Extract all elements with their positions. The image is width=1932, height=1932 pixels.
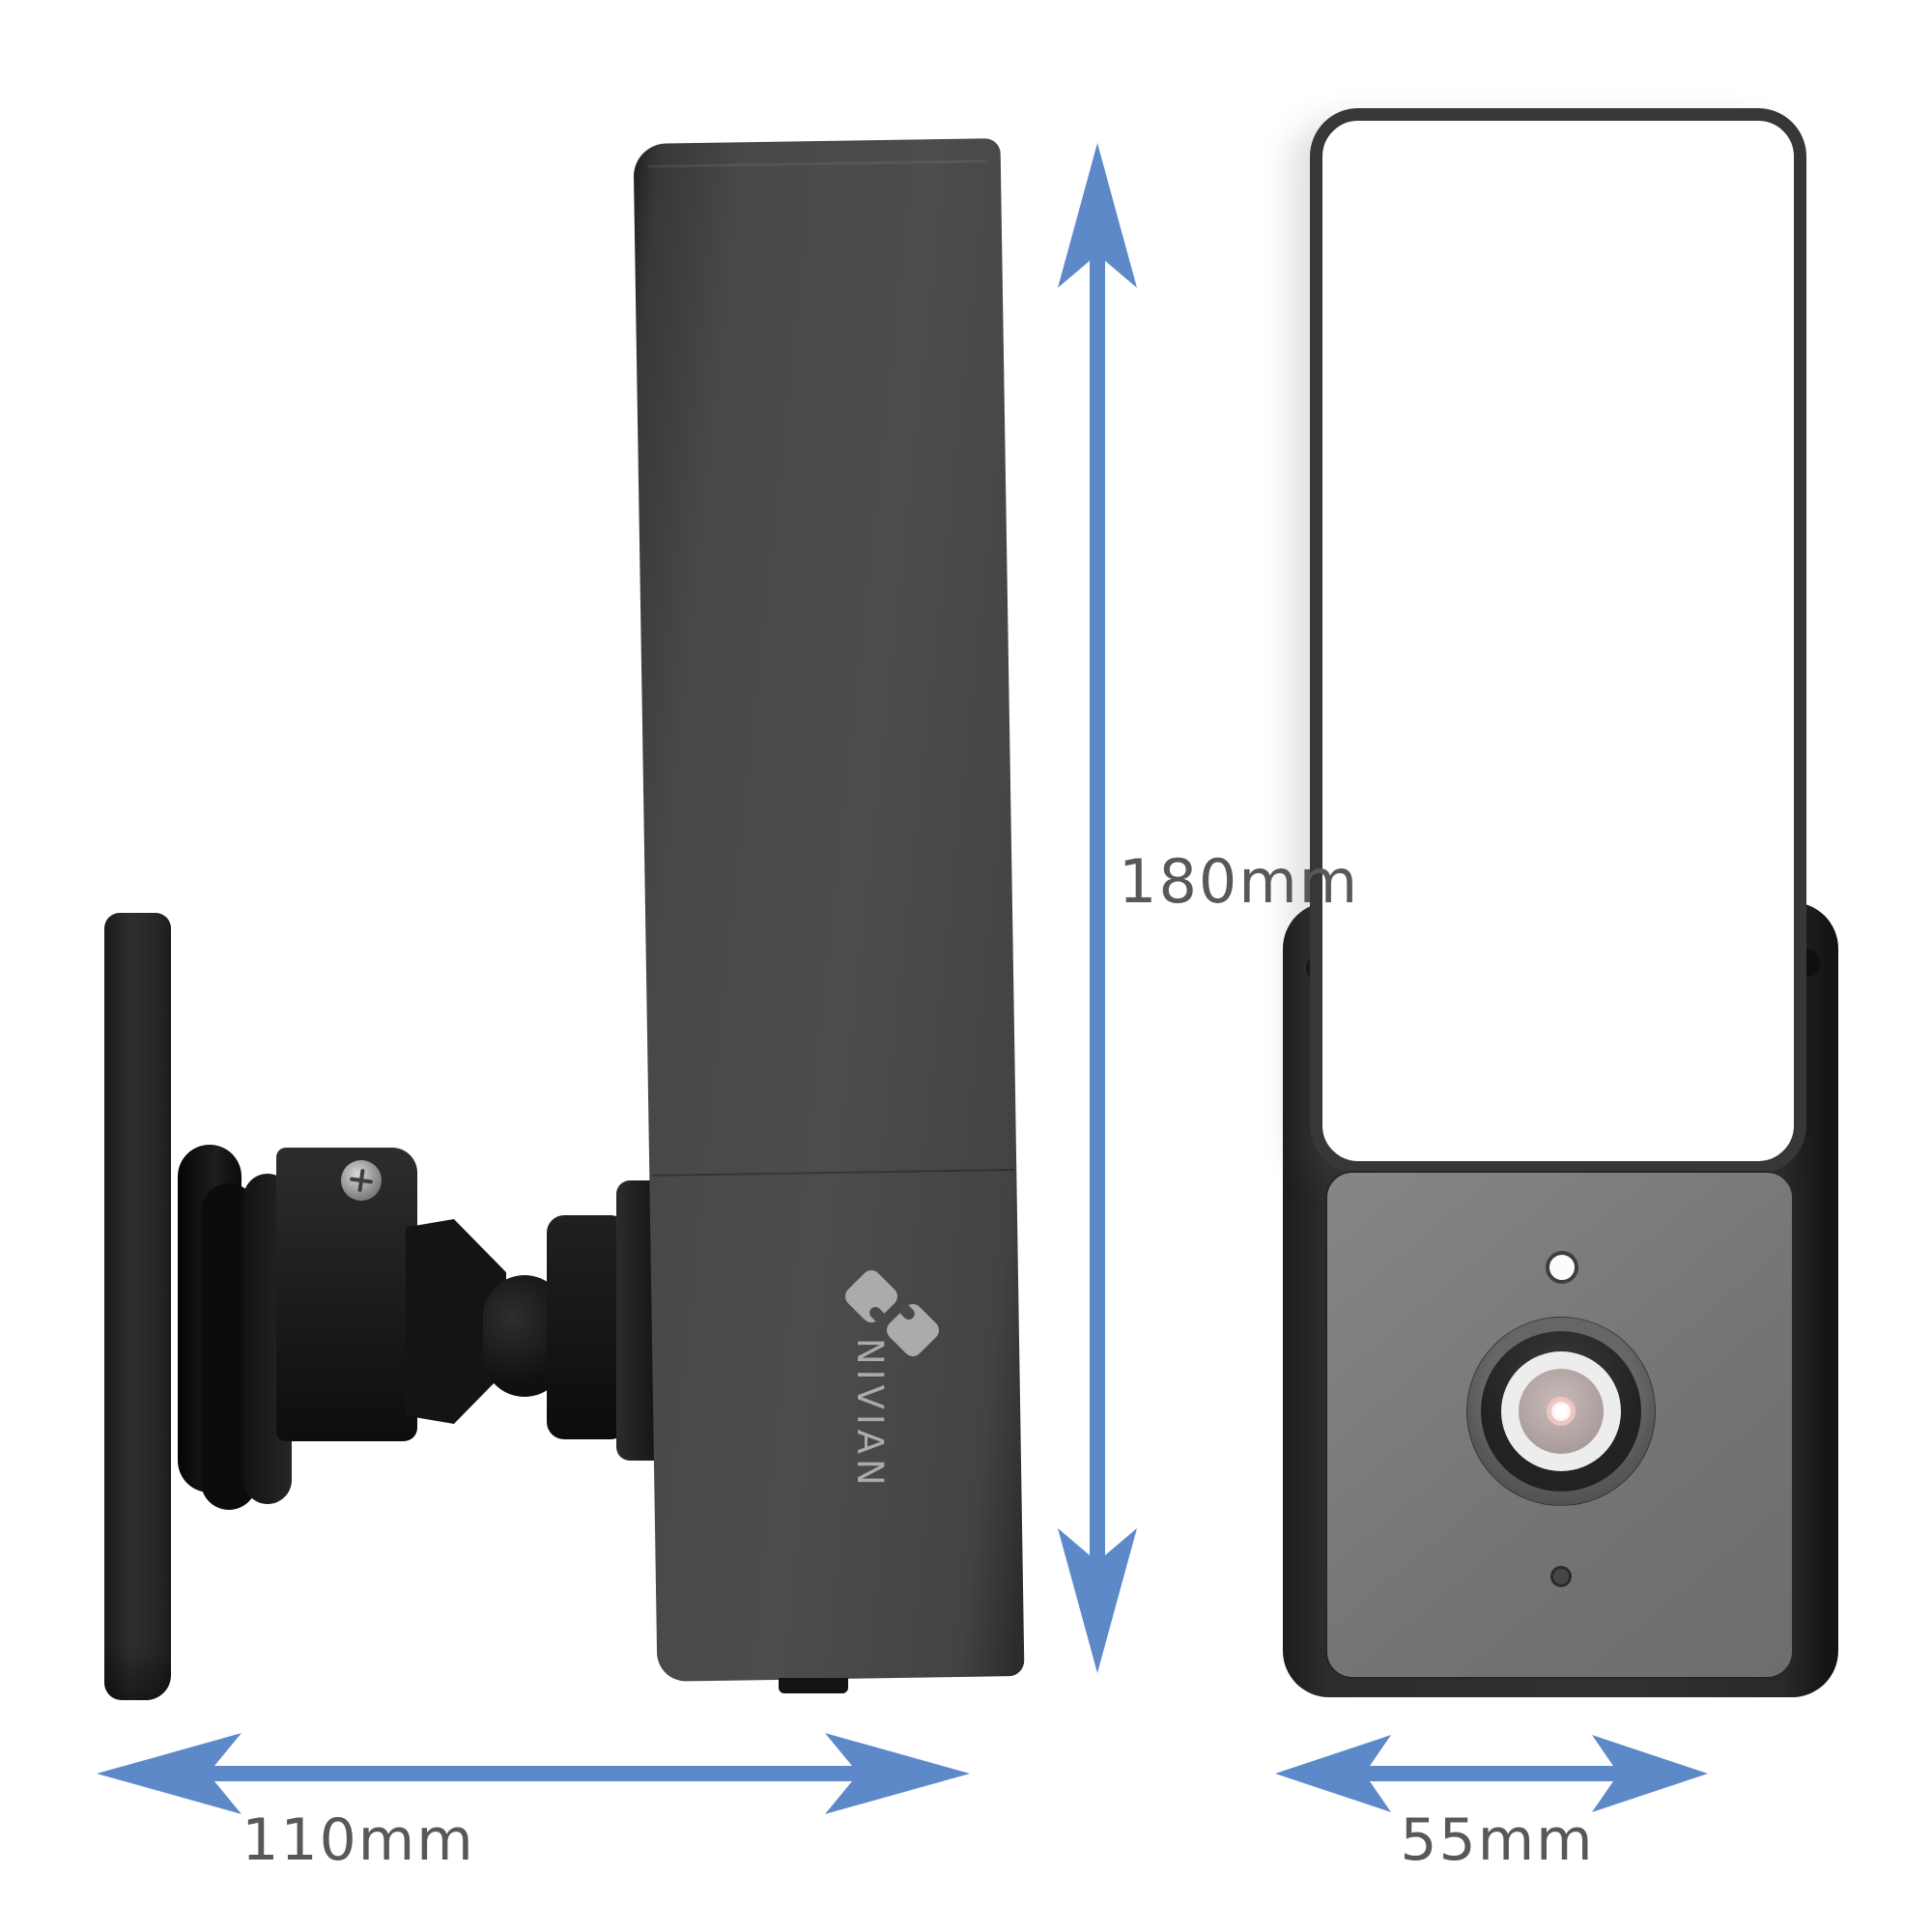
status-led-icon bbox=[1546, 1251, 1578, 1284]
mount-collar bbox=[547, 1215, 628, 1439]
phillips-screw-icon bbox=[341, 1160, 382, 1201]
front-width-dimension-label: 55mm bbox=[1400, 1806, 1595, 1874]
floodlight-panel bbox=[1310, 108, 1806, 1174]
lens-highlight-icon bbox=[1547, 1397, 1576, 1426]
height-dimension-label: 180mm bbox=[1119, 846, 1360, 917]
brand-name: NIVIAN bbox=[849, 1338, 891, 1491]
body-top-chamfer bbox=[646, 159, 987, 168]
mount-bracket bbox=[276, 1148, 417, 1441]
microphone-hole-icon bbox=[1550, 1566, 1572, 1587]
body-seam-line bbox=[651, 1169, 1015, 1177]
wall-mount-plate bbox=[104, 913, 171, 1700]
wall-plate-bevel bbox=[104, 1644, 171, 1700]
height-dimension-arrow-icon bbox=[1054, 141, 1141, 1702]
side-width-dimension-label: 110mm bbox=[242, 1806, 475, 1874]
bottom-connector-tab bbox=[779, 1678, 848, 1693]
camera-body-side-view bbox=[633, 138, 1025, 1682]
front-width-dimension-arrow-icon bbox=[1273, 1729, 1710, 1818]
width-dimension-arrow-icon bbox=[95, 1729, 972, 1818]
